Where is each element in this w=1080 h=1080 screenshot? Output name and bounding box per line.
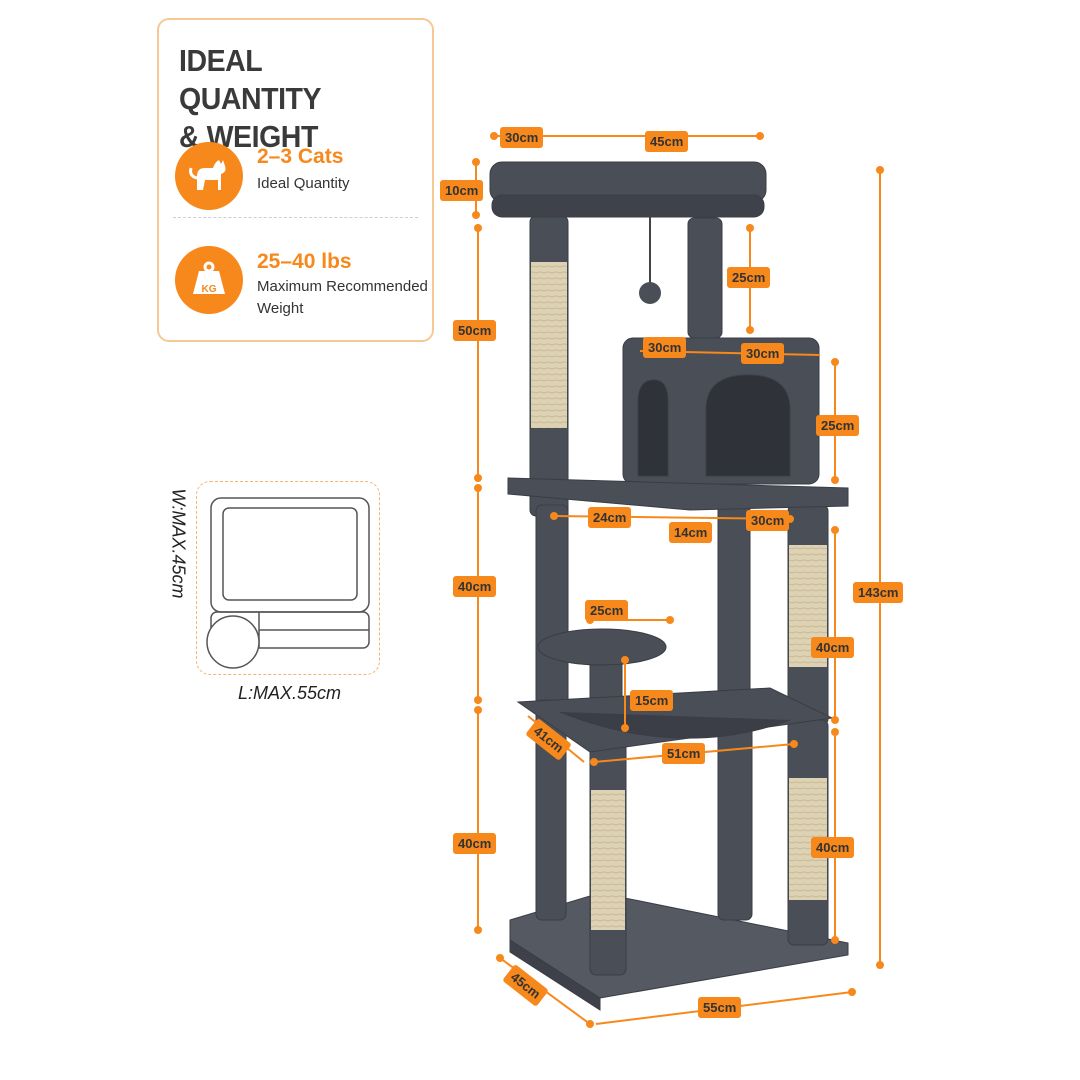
dim-right-lower-post: 40cm [811,837,855,858]
dim-upper-post: 50cm [453,320,497,341]
weight-label: Maximum Recommended Weight [257,278,428,317]
dim-perch-diameter: 25cm [585,600,629,621]
dim-top-height: 10cm [440,180,484,201]
dim-top-width: 45cm [645,131,689,152]
dim-lower-post: 40cm [453,833,497,854]
hammock-outline-icon [206,497,370,669]
cat-icon [175,142,243,210]
dim-ball-drop: 25cm [727,267,771,288]
weight-icon-text: KG [201,284,217,295]
dim-mid-right: 30cm [746,510,790,531]
hammock-size-card [196,481,380,675]
dim-right-upper-post: 40cm [811,637,855,658]
dim-condo-width: 30cm [741,343,785,364]
dim-middle-post: 40cm [453,576,497,597]
info-panel: IDEAL QUANTITY & WEIGHT 2–3 Cats Ideal Q… [157,18,434,342]
dim-mid-gap: 14cm [669,522,713,543]
dim-total-height: 143cm [853,582,904,603]
quantity-value: 2–3 Cats [257,145,344,168]
dim-condo-depth: 30cm [643,337,687,358]
quantity-label: Ideal Quantity [257,175,350,192]
dim-hammock-width: 51cm [662,743,706,764]
hammock-length-label: L:MAX.55cm [238,683,342,703]
dim-mid-left: 24cm [588,507,632,528]
divider [173,217,418,218]
dim-base-width: 55cm [698,997,742,1018]
weight-icon: KG [175,246,243,314]
dim-perch-height: 15cm [630,690,674,711]
dim-top-depth: 30cm [500,127,544,148]
weight-value: 25–40 lbs [257,250,352,273]
dim-condo-height: 25cm [816,415,860,436]
